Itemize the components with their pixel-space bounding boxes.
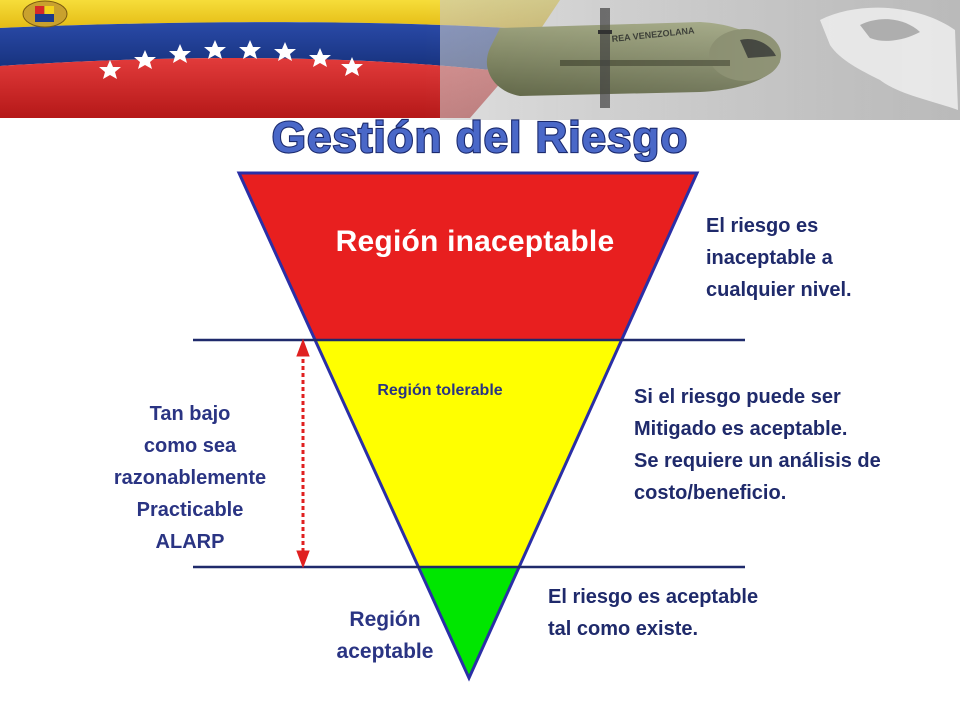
- region-acceptable-label-line: aceptable: [336, 640, 434, 663]
- note-line: costo/beneficio.: [634, 482, 787, 504]
- region-unacceptable-shape: [239, 173, 697, 340]
- region-acceptable-label: Región aceptable: [305, 604, 465, 668]
- flag-blue-stripe: [0, 22, 540, 73]
- banner-graphic: REA VENEZOLANA: [0, 0, 960, 120]
- alarp-line: como sea: [143, 435, 237, 457]
- region-tolerable-shape: [316, 340, 621, 567]
- alarp-line: razonablemente: [113, 467, 267, 489]
- page-title-text: Gestión del Riesgo: [272, 113, 689, 162]
- flag-red-stripe: [0, 58, 510, 118]
- region-tolerable-label: Región tolerable: [377, 382, 503, 399]
- alarp-double-arrow: [296, 338, 310, 569]
- alarp-label: Tan bajo como sea razonablemente Practic…: [90, 398, 290, 558]
- page-title-container: Gestión del Riesgo: [0, 105, 960, 165]
- coat-of-arms-icon: [22, 0, 68, 28]
- note-line: Si el riesgo puede ser: [634, 386, 841, 408]
- note-unacceptable: El riesgo es inaceptable a cualquier niv…: [706, 210, 906, 306]
- region-acceptable-shape: [420, 567, 518, 678]
- note-line: cualquier nivel.: [706, 279, 852, 301]
- region-unacceptable-label: Región inaceptable: [335, 225, 615, 258]
- note-line: El riesgo es: [706, 215, 819, 237]
- note-line: Se requiere un análisis de: [634, 450, 881, 472]
- note-acceptable: El riesgo es aceptable tal como existe.: [548, 581, 848, 645]
- region-acceptable-label-line: Región: [349, 608, 421, 631]
- note-line: Mitigado es aceptable.: [634, 418, 848, 440]
- flag-stars: [99, 40, 363, 79]
- alarp-line: Practicable: [136, 499, 244, 521]
- alarp-line: Tan bajo: [149, 403, 231, 425]
- alarp-line: ALARP: [155, 531, 225, 553]
- note-line: tal como existe.: [548, 618, 699, 640]
- note-tolerable: Si el riesgo puede ser Mitigado es acept…: [634, 381, 954, 509]
- header-banner: REA VENEZOLANA: [0, 0, 960, 120]
- triangle-outline: [236, 171, 700, 682]
- note-line: El riesgo es aceptable: [548, 586, 759, 608]
- page-title: Gestión del Riesgo: [271, 112, 689, 163]
- note-line: inaceptable a: [706, 247, 833, 269]
